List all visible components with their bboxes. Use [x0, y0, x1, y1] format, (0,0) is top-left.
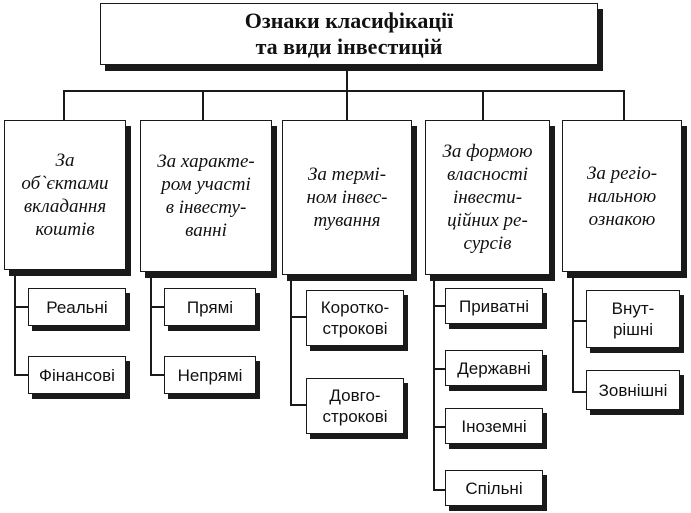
item-internal: Внут- рішні — [586, 290, 680, 348]
category-label-line: За регіо- — [586, 162, 658, 184]
category-label-line: ном інвес- — [306, 187, 388, 208]
item-label: Державні — [457, 358, 531, 378]
item-label: рішні — [612, 320, 654, 339]
diagram-title-box: Ознаки класифікації та види інвестицій — [100, 3, 598, 65]
connector-horizontal-bus — [63, 90, 625, 92]
tick-indirect — [150, 374, 164, 376]
tick-private — [433, 305, 445, 307]
category-by-object: За об`єктами вкладання коштів — [4, 120, 126, 270]
category-label-line: тування — [313, 210, 381, 231]
item-label: Коротко- — [320, 298, 390, 317]
item-state: Державні — [445, 350, 543, 386]
connector-cat-4 — [482, 90, 484, 120]
item-label: Прямі — [186, 297, 234, 317]
item-label: строкові — [322, 407, 388, 426]
tick-internal — [572, 320, 586, 322]
item-label: Фінансові — [39, 365, 115, 385]
tick-external — [572, 391, 586, 393]
category-label-line: ознакою — [588, 208, 656, 230]
tick-direct — [150, 306, 164, 308]
category-label-line: ром участі — [161, 174, 251, 195]
category-label-line: За термі- — [307, 164, 387, 185]
category-by-participation: За характе- ром участі в інвесту- ванні — [140, 120, 272, 272]
category-label-line: власності — [446, 164, 529, 185]
item-external: Зовнішні — [586, 370, 680, 410]
category-label-line: коштів — [35, 219, 95, 240]
tick-foreign — [433, 426, 445, 428]
connector-title-down — [346, 66, 348, 91]
category-label-line: сурсів — [463, 233, 512, 254]
category-label-line: інвести- — [452, 187, 523, 208]
item-label: Іноземні — [461, 416, 527, 436]
item-label: Внут- — [611, 299, 655, 318]
category-by-ownership: За формою власності інвести- ційних ре- … — [425, 120, 550, 275]
diagram-title-line-1: Ознаки класифікації — [244, 8, 454, 33]
trunk-col-2 — [150, 272, 152, 375]
item-label: Приватні — [458, 296, 530, 316]
category-label-line: За формою — [442, 141, 533, 162]
item-direct: Прямі — [164, 288, 256, 326]
item-label: Зовнішні — [598, 380, 668, 400]
tick-long-term — [290, 404, 306, 406]
connector-cat-3 — [346, 90, 348, 120]
item-short-term: Коротко- строкові — [306, 290, 404, 346]
item-indirect: Непрямі — [164, 356, 256, 394]
tick-state — [433, 368, 445, 370]
item-label: Реальні — [46, 297, 108, 317]
connector-cat-1 — [63, 90, 65, 120]
item-label: Спільні — [465, 478, 523, 498]
tick-financial — [14, 374, 28, 376]
item-real: Реальні — [28, 288, 126, 326]
connector-cat-2 — [202, 90, 204, 120]
category-label-line: За характе- — [157, 151, 255, 172]
category-label-line: ванні — [185, 220, 227, 241]
item-label: строкові — [322, 319, 388, 338]
category-label-line: об`єктами — [21, 173, 109, 194]
item-financial: Фінансові — [28, 356, 126, 394]
item-label: Довго- — [329, 386, 381, 405]
category-label-line: нальною — [587, 185, 657, 207]
item-private: Приватні — [445, 288, 543, 324]
trunk-col-3 — [290, 275, 292, 405]
trunk-col-5 — [572, 272, 574, 392]
tick-real — [14, 306, 28, 308]
category-label-line: ційних ре- — [447, 210, 528, 231]
category-label-line: в інвесту- — [165, 197, 247, 218]
item-joint: Спільні — [445, 470, 543, 506]
tick-short-term — [290, 316, 306, 318]
connector-cat-5 — [623, 90, 625, 120]
item-long-term: Довго- строкові — [306, 378, 404, 434]
item-foreign: Іноземні — [445, 408, 543, 444]
trunk-col-4 — [433, 275, 435, 490]
diagram-title-line-2: та види інвестицій — [255, 34, 443, 59]
item-label: Непрямі — [177, 365, 243, 385]
trunk-col-1 — [14, 270, 16, 375]
category-label-line: вкладання — [23, 196, 107, 217]
tick-joint — [433, 489, 445, 491]
category-label-line: За — [55, 150, 75, 171]
category-by-region: За регіо- нальною ознакою — [562, 120, 682, 272]
category-by-term: За термі- ном інвес- тування — [282, 120, 412, 275]
